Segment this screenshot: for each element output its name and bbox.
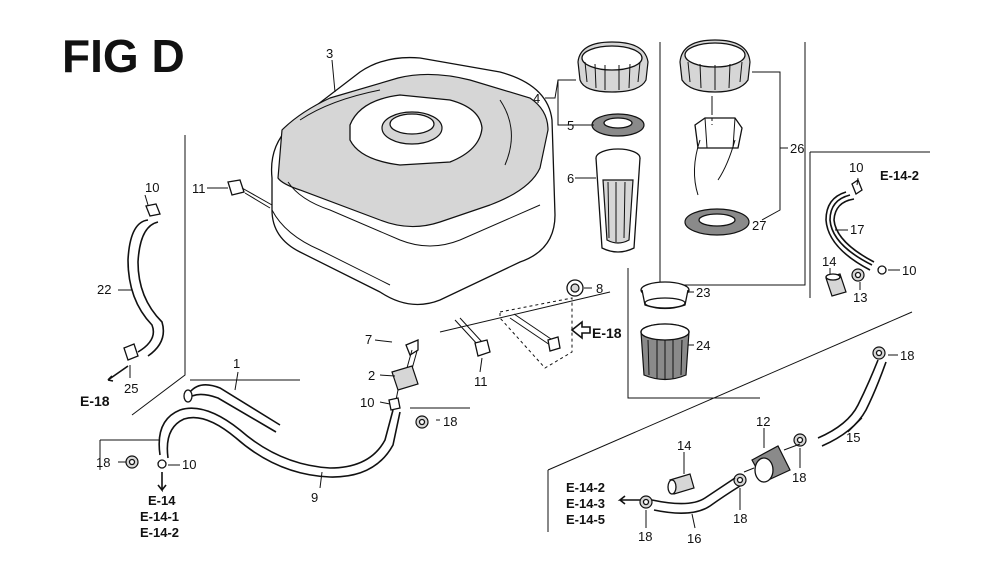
arrow-e18-left xyxy=(107,365,129,382)
callout-10-lower-left: 10 xyxy=(182,457,196,472)
callout-15: 15 xyxy=(846,430,860,445)
cap-section-border xyxy=(659,42,806,286)
callout-17: 17 xyxy=(850,222,864,237)
part-14-top-right xyxy=(825,273,847,297)
ref-e14-1: E-14-1 xyxy=(140,509,179,524)
fuel-tube-1 xyxy=(183,384,281,433)
callout-3: 3 xyxy=(326,46,333,61)
strainer-section-border xyxy=(627,268,760,399)
callout-5: 5 xyxy=(567,118,574,133)
callout-10-right: 10 xyxy=(902,263,916,278)
strainer-ring-23 xyxy=(640,281,690,310)
callout-18-lower-filter: 18 xyxy=(733,511,747,526)
callout-27: 27 xyxy=(752,218,766,233)
part-14-lower xyxy=(667,473,695,495)
ref-e14-2-right: E-14-2 xyxy=(566,480,605,495)
callout-18-right-filter: 18 xyxy=(792,470,806,485)
cap-packing-5 xyxy=(591,113,645,137)
leader-lines xyxy=(118,59,900,529)
clip-10-lower-left xyxy=(157,459,167,469)
fuel-tube-17 xyxy=(825,191,875,271)
callout-22: 22 xyxy=(97,282,111,297)
fuel-valve-2 xyxy=(391,339,419,401)
fuel-strainer-6 xyxy=(595,148,641,253)
clamp-18-upper-right xyxy=(872,346,886,360)
callout-26: 26 xyxy=(790,141,804,156)
arrow-e14 xyxy=(157,472,167,493)
callout-24: 24 xyxy=(696,338,710,353)
fuel-tube-22 xyxy=(127,219,165,357)
fuel-tube-9 xyxy=(158,407,401,478)
fuel-filter-12 xyxy=(743,443,801,483)
left-section-border xyxy=(131,135,186,416)
clamp-18-lower-tube xyxy=(639,495,653,509)
ref-e14-3: E-14-3 xyxy=(566,496,605,511)
callout-9: 9 xyxy=(311,490,318,505)
callout-18-upper-right: 18 xyxy=(900,348,914,363)
clip-10-right xyxy=(877,265,887,275)
top-right-section-border xyxy=(809,151,930,298)
callout-12: 12 xyxy=(756,414,770,429)
callout-4: 4 xyxy=(533,91,540,106)
ref-e14: E-14 xyxy=(148,493,176,508)
callout-16: 16 xyxy=(687,531,701,546)
figure-title: FIG D xyxy=(62,30,185,82)
cap-gasket-27 xyxy=(684,208,750,236)
fuel-tube-15 xyxy=(817,359,887,447)
clip-10-valve xyxy=(388,397,401,411)
tank-divider xyxy=(439,291,611,333)
fuel-tube-16 xyxy=(651,477,741,514)
callout-18-lower-tube: 18 xyxy=(638,529,652,544)
clamp-18-mid xyxy=(415,415,429,429)
tank-bolt-bottom xyxy=(454,317,491,357)
tank-bolt-left xyxy=(227,179,273,209)
callout-14-top-right: 14 xyxy=(822,254,836,269)
right-diagonal-border xyxy=(547,311,913,471)
callout-10-valve: 10 xyxy=(360,395,374,410)
ref-e14-2-top: E-14-2 xyxy=(880,168,919,183)
clip-25 xyxy=(123,343,139,361)
clamp-18-lower-filter xyxy=(733,473,747,487)
left-lower-border xyxy=(99,379,300,470)
bolt-detail-box xyxy=(499,297,591,369)
ref-e14-2-bottom: E-14-2 xyxy=(140,525,179,540)
fuel-tank xyxy=(270,56,556,306)
callout-23: 23 xyxy=(696,285,710,300)
callout-18-mid: 18 xyxy=(443,414,457,429)
callout-11-left: 11 xyxy=(192,181,206,196)
callout-18-lower-left: 18 xyxy=(96,455,110,470)
ref-e18-left: E-18 xyxy=(80,393,110,409)
callout-7: 7 xyxy=(365,332,372,347)
callout-14-lower: 14 xyxy=(677,438,691,453)
callout-10-top-left: 10 xyxy=(145,180,159,195)
callout-10-top-right: 10 xyxy=(849,160,863,175)
nut-8 xyxy=(566,279,584,297)
callout-6: 6 xyxy=(567,171,574,186)
fuel-cap-26 xyxy=(679,39,751,196)
clip-10-left xyxy=(145,203,161,217)
clip-10-top-right xyxy=(851,179,863,195)
callout-11-bottom: 11 xyxy=(474,374,488,389)
callout-25: 25 xyxy=(124,381,138,396)
clamp-18-lower-left xyxy=(125,455,139,469)
clamp-18-right-filter xyxy=(793,433,807,447)
fuel-cap-4 xyxy=(577,41,649,93)
callout-1: 1 xyxy=(233,356,240,371)
callout-8: 8 xyxy=(596,281,603,296)
callout-2: 2 xyxy=(368,368,375,383)
part-13 xyxy=(851,268,865,282)
strainer-screen-24 xyxy=(640,323,690,381)
arrow-e14-2-lower xyxy=(617,495,640,505)
ref-e14-5: E-14-5 xyxy=(566,512,605,527)
ref-e18-mid: E-18 xyxy=(592,325,622,341)
callout-13: 13 xyxy=(853,290,867,305)
